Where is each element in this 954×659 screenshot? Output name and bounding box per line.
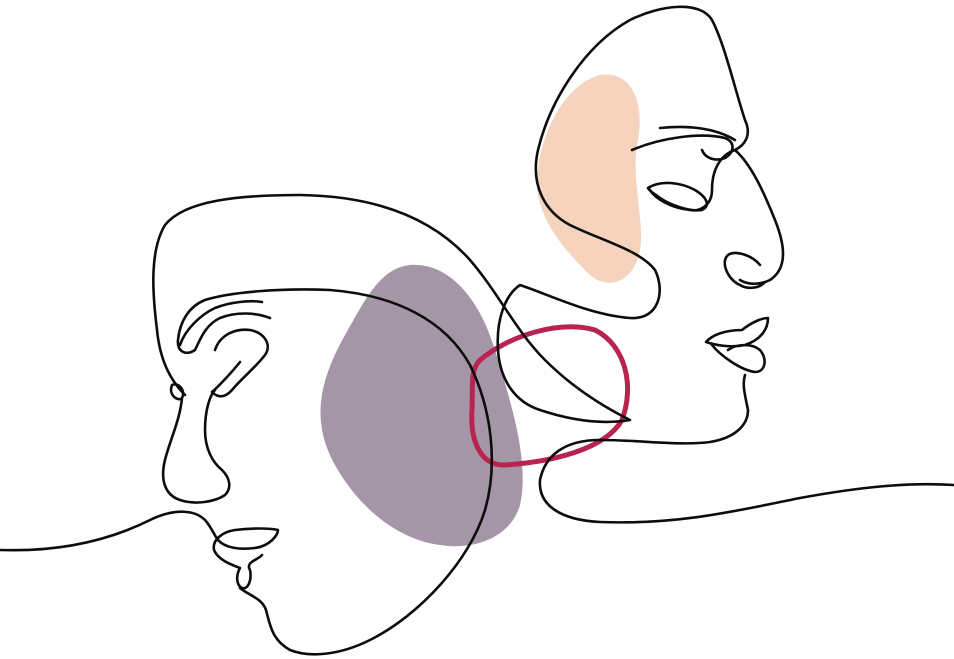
purple-blob <box>320 264 523 547</box>
peach-blob <box>537 74 642 283</box>
left-head-back <box>152 5 750 424</box>
right-eye <box>630 125 737 212</box>
right-face-outline <box>538 148 954 524</box>
left-face-outline <box>0 288 494 656</box>
crimson-ring <box>469 324 631 468</box>
